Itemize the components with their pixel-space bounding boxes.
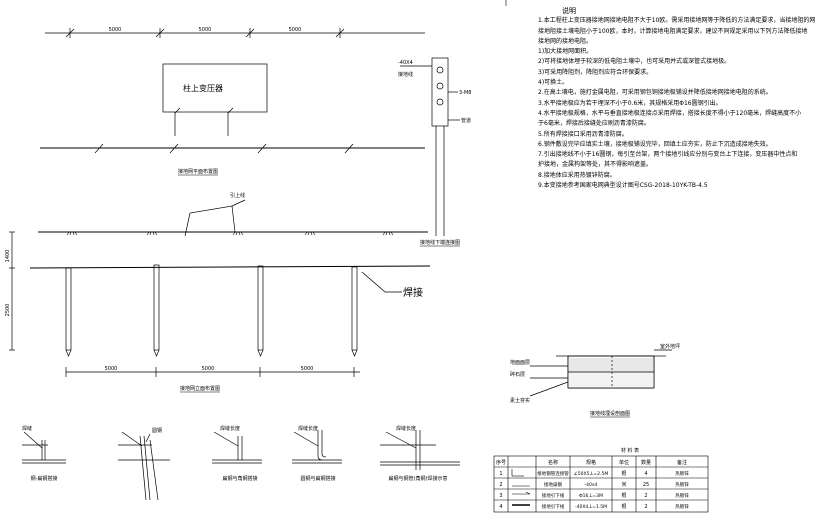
notes-line: 6.钢件敷设完毕应填实土壤，接地极铺设完毕，回填土应夯实，防止下沉造成接地失效。 [538,140,772,148]
table-cell: -40X4,L=1.5M [575,504,607,510]
section-top-label: 室外地坪 [660,343,680,350]
table-title: 材 料 表 [621,447,639,454]
elev-dim-label: 5000 [105,366,118,372]
weld-1-callout: 焊缝 [22,425,32,432]
table-cell: 热镀锌 [675,481,689,488]
design-notes: 说明 1.本工程柱上变压器接地网接地电阻不大于10欧。需采用接地网等于降低的方法… [538,6,815,191]
notes-line: 1)加大接地网面积。 [538,48,593,56]
table-header: 单位 [619,459,629,466]
notes-line: 7.引出接地线不小于16圆钢，每引至台架，两个接地引线应分别与变台上下连接，变压… [538,151,798,159]
table-cell: 3 [499,493,502,499]
weld-1-caption: 钢-扁钢搭接 [31,475,58,482]
table-cell: 热镀锌 [675,492,689,499]
section-layer2-label: 碎石层 [510,371,525,378]
table-cell: -40x4 [585,482,598,488]
table-cell: 接地引下线 [542,492,565,499]
table-cell: 热镀锌 [675,470,689,477]
notes-line: 8.接地体应采用热镀锌防腐。 [538,171,616,179]
terminal-detail [400,57,460,236]
table-cell: Φ16,L=3M [579,493,603,499]
table-cell: 根 [621,503,626,510]
weld-4-caption: 圆钢与扁钢搭接 [300,475,335,482]
plan-view [40,28,425,154]
terminal-bolt-label: -40X4 [398,60,413,66]
table-cell: 根 [621,470,626,477]
notes-line: 4.水平接地极规格，水平与垂直接地极连接点采用焊接，搭接长度不得小于120毫米，… [538,109,802,117]
weld-2-callout: 圆钢 [152,427,162,434]
lead-label: 引上线 [230,192,245,199]
table-cells: 序号 名称 规格 单位 数量 备注 1 接地钢管连接管 ∠50X5,L=2.5M… [496,459,689,510]
notes-line: 于6毫米，焊接后接缝处应刷沥青漆防腐。 [538,120,650,128]
plan-dim-label: 5000 [289,27,302,33]
notes-title: 说明 [562,7,576,15]
weld-3-caption: 扁钢与角钢搭接 [222,475,257,482]
table-cell: 接地引下线 [542,503,565,510]
notes-line: 4)可换土。 [538,79,569,87]
notes-line: 接地网的接地电阻。 [538,37,593,45]
table-header: 名称 [548,459,558,466]
elev-dim-label: 5000 [301,366,314,372]
notes-line: 9.本变接地参考国家电网典型设计图号CSG-2018-10YK-TB-4.5 [538,182,708,190]
section-detail [529,349,672,397]
section-caption: 接地线埋设剖面图 [590,410,630,417]
weld-3-callout: 焊缝长度 [220,425,240,432]
table-cell: 米 [621,481,626,488]
table-cell: 根 [621,492,626,499]
plan-dim-label: 5000 [199,27,212,33]
section-layer1-label: 地面面层 [510,359,530,366]
terminal-body-label: 管道 [461,117,471,124]
table-cell: 2 [644,493,647,499]
table-cell: 2 [499,482,502,488]
plan-caption: 接地网平面布置图 [178,168,218,175]
table-cell: 接地扁钢 [544,481,562,488]
table-cell: 1 [499,471,502,477]
terminal-seal-label: 3-M8 [459,90,471,96]
elevation-caption: 接地网立面布置图 [180,385,220,392]
table-header: 数量 [641,459,651,466]
table-cell: 接地钢管连接管 [537,470,569,477]
table-cell: ∠50X5,L=2.5M [574,471,609,477]
section-layer3-label: 素土夯实 [510,397,530,404]
material-table [493,455,709,513]
table-cell: 2 [644,504,647,510]
notes-line: 2.在高土壤电，施打金属电阻，可采用钢包铜接地极铺设并降低接地网接地电阻的系统。 [538,89,772,97]
transformer-label: 柱上变压器 [183,83,223,93]
elev-dim-top: 1400 [5,250,11,263]
weld-detail-5 [380,430,460,470]
weld-detail-3 [212,431,262,464]
terminal-ground-label: 接地线 [398,71,413,78]
table-header: 规格 [586,459,596,466]
notes-line: 1.本工程柱上变压器接地网接地电阻不大于10欧。需采用接地网等于降低的方法满足要… [538,17,815,25]
table-cell: 4 [644,471,647,477]
weld-4-callout: 焊缝长度 [298,425,318,432]
transformer-box [162,63,268,113]
notes-line: 3)可采用降阻剂，降阻剂应符合环保要求。 [538,68,653,76]
table-header: 备注 [677,459,687,466]
notes-line: 5.所有焊接接口采用沥青漆防腐。 [538,130,628,138]
plan-dim-label: 5000 [109,27,122,33]
weld-5-callout: 焊缝长度 [396,425,416,432]
weld-label: 焊接 [403,286,423,299]
table-cell: 4 [499,504,502,510]
notes-line: 3.水平接地极应为若干埋深不小于0.6米，其规格采用Φ16圆钢引出。 [538,99,722,107]
notes-line: 接地阻接土壤电阻小于100欧，本时，计算接地电阻满足要求，建议不同规定采用以下列… [538,27,808,35]
notes-line: 护接地，金属构架等处，其不得影响遮盖。 [538,161,653,169]
elev-dim-main: 2500 [5,304,11,317]
weld-5-caption: 扁钢与钢管(角钢)焊接示意 [389,475,448,482]
weld-detail-2 [118,431,170,501]
table-cell: 25 [643,482,649,488]
notes-line: 2)可将接地体埋于较深的低电阻土壤中，也可采用并式或深管式接地极。 [538,58,731,66]
table-header: 序号 [496,459,506,466]
weld-detail-4 [292,430,342,464]
table-cell: 热镀锌 [675,503,689,510]
elevation-view [9,199,431,377]
elev-dim-label: 5000 [202,366,215,372]
weld-detail-1 [22,431,66,464]
terminal-caption: 接地线下端连接图 [420,239,460,246]
